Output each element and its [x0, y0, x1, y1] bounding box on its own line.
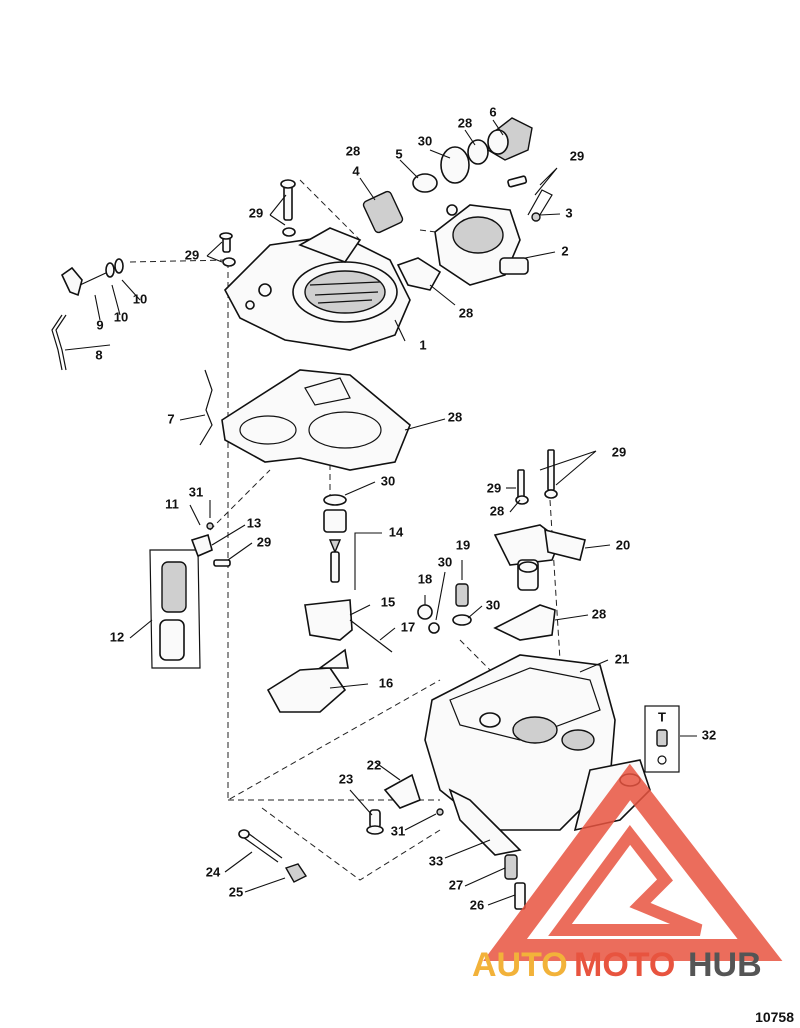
callout-22: 22 [367, 757, 381, 772]
callout-29d: 29 [257, 534, 271, 549]
jets-and-washers [417, 583, 472, 634]
callout-33: 33 [429, 853, 443, 868]
callout-1: 1 [419, 337, 426, 352]
callout-2: 2 [561, 243, 568, 258]
pump-assembly [149, 522, 231, 669]
callout-labels: 1 2 3 4 5 6 7 8 9 10 10 11 12 13 14 15 1… [95, 104, 716, 912]
idle-parts [366, 773, 444, 835]
choke-rod [199, 369, 213, 446]
callout-12: 12 [110, 629, 124, 644]
callout-14: 14 [389, 524, 404, 539]
callout-31b: 31 [391, 823, 405, 838]
callout-11: 11 [165, 496, 179, 511]
air-horn-assembly [224, 227, 411, 351]
callout-7: 7 [167, 411, 174, 426]
clip-and-screw [507, 175, 553, 222]
watermark-auto: AUTO [472, 946, 568, 984]
choke-linkage [51, 258, 124, 371]
needle-and-seat [323, 494, 347, 583]
top-screws [219, 179, 296, 267]
callout-20: 20 [616, 537, 630, 552]
callout-3: 3 [565, 205, 572, 220]
callout-29b: 29 [249, 205, 263, 220]
leader-lines [64, 119, 697, 906]
carburetor-body [424, 654, 651, 856]
callout-10a: 10 [114, 309, 128, 324]
callout-24: 24 [206, 864, 221, 879]
fuel-filter-parts [362, 117, 533, 234]
float-assembly [266, 599, 393, 713]
callout-29c: 29 [185, 247, 199, 262]
callout-32: 32 [702, 727, 716, 742]
svg-text:T: T [658, 709, 666, 724]
callout-5: 5 [395, 146, 402, 161]
callout-28a: 28 [346, 143, 360, 158]
callout-29e: 29 [612, 444, 626, 459]
kit-box: T [644, 705, 680, 773]
callout-25: 25 [229, 884, 243, 899]
callout-16: 16 [379, 675, 393, 690]
callout-30a: 30 [418, 133, 432, 148]
callout-30d: 30 [486, 597, 500, 612]
callout-8: 8 [95, 347, 102, 362]
callout-17: 17 [401, 619, 415, 634]
watermark-hub: HUB [688, 946, 762, 984]
callout-28f: 28 [490, 503, 504, 518]
callout-19: 19 [456, 537, 470, 552]
callout-28c: 28 [459, 305, 473, 320]
callout-9: 9 [96, 317, 103, 332]
bracket-gasket [493, 604, 556, 641]
callout-29f: 29 [487, 480, 501, 495]
callout-15: 15 [381, 594, 395, 609]
pump-lever-bracket [493, 449, 586, 591]
callout-27: 27 [449, 877, 463, 892]
adjusting-screw [238, 829, 308, 883]
callout-28d: 28 [448, 409, 462, 424]
callout-23: 23 [339, 771, 353, 786]
callout-30c: 30 [438, 554, 452, 569]
callout-21: 21 [615, 651, 629, 666]
callout-18: 18 [418, 571, 432, 586]
automotohub-watermark: AUTO MOTO HUB [472, 763, 783, 984]
inlet-gasket [396, 257, 442, 291]
figure-number: 10758 [755, 1009, 794, 1025]
fuel-inlet-housing [434, 204, 529, 286]
callout-31a: 31 [189, 484, 203, 499]
callout-13: 13 [247, 515, 261, 530]
callout-30b: 30 [381, 473, 395, 488]
callout-28e: 28 [592, 606, 606, 621]
callout-6: 6 [489, 104, 496, 119]
callout-10b: 10 [133, 291, 147, 306]
callout-4: 4 [352, 163, 360, 178]
mixture-screw [504, 854, 526, 910]
watermark-moto: MOTO [574, 946, 675, 984]
callout-26: 26 [470, 897, 484, 912]
callout-29a: 29 [570, 148, 584, 163]
callout-28b: 28 [458, 115, 472, 130]
